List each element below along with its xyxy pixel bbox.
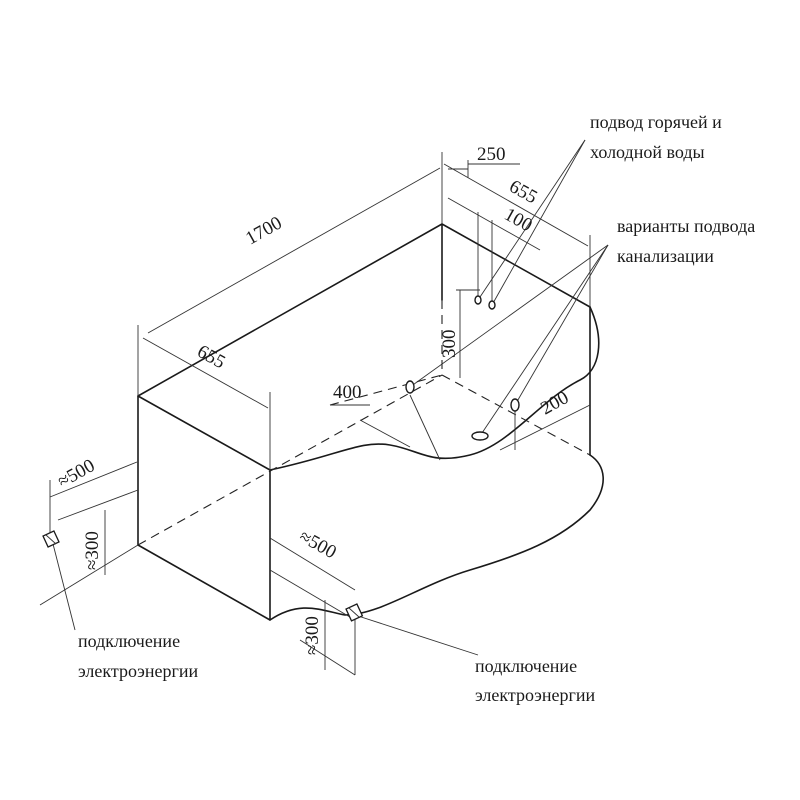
- leader-lines: [51, 139, 609, 656]
- dim-100: 100: [501, 204, 536, 236]
- note-drain-options: варианты подвода канализации: [617, 216, 755, 266]
- dim-250: 250: [477, 144, 506, 165]
- dim-300-vertical: 300: [439, 330, 460, 359]
- note-power-left: подключение электроэнергии: [78, 631, 199, 681]
- dimension-lines: [39, 152, 591, 676]
- note-drain-line2: канализации: [617, 246, 714, 266]
- note-power-right-line1: подключение: [475, 656, 577, 676]
- note-drain-line1: варианты подвода: [617, 216, 755, 236]
- note-water-line2: холодной воды: [590, 142, 705, 162]
- note-power-left-line2: электроэнергии: [78, 661, 199, 681]
- drain-ports: [405, 380, 520, 441]
- note-power-right-line2: электроэнергии: [475, 685, 596, 705]
- dim-200: 200: [537, 387, 572, 419]
- power-socket-left: [42, 530, 60, 548]
- note-water-line1: подвод горячей и: [590, 112, 722, 132]
- note-water-supply: подвод горячей и холодной воды: [590, 112, 722, 162]
- note-power-left-line1: подключение: [78, 631, 180, 651]
- dim-socket-right-300: ≈300: [302, 616, 323, 655]
- dim-1700: 1700: [242, 213, 285, 250]
- dim-655-left: 655: [194, 341, 229, 373]
- bathtub-outline: [137, 223, 604, 621]
- water-inlet-ports: [474, 295, 496, 310]
- dim-400: 400: [333, 382, 362, 403]
- power-socket-right: [345, 603, 364, 622]
- dim-socket-left-300: ≈300: [82, 531, 103, 570]
- note-power-right: подключение электроэнергии: [475, 656, 596, 705]
- hidden-edges: [137, 300, 591, 546]
